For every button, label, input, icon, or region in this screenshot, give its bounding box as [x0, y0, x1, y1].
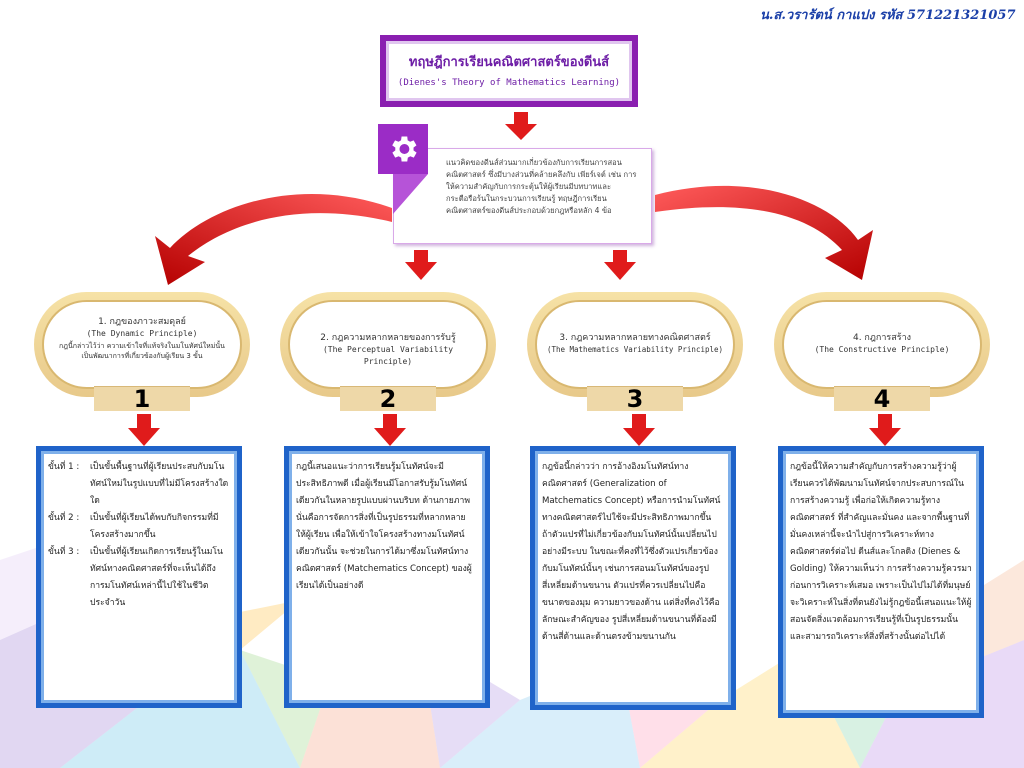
- principle-2-english: (The Perceptual Variability Principle): [322, 345, 454, 366]
- principle-4-english: (The Constructive Principle): [814, 345, 950, 354]
- step-1-label: ขั้นที่ 1 :: [48, 462, 80, 472]
- principle-3-pill: 3. กฎความหลากหลายทางคณิตศาสตร์ (The Math…: [527, 292, 743, 397]
- principle-2-title: 2. กฎความหลากหลายของการรับรู้: [320, 333, 456, 343]
- card-1-step-1: ขั้นที่ 1 : เป็นขั้นพื้นฐานที่ผู้เรียนปร…: [48, 459, 230, 510]
- principle-3-english: (The Mathematics Variability Principle): [546, 345, 724, 354]
- principle-4-title: 4. กฎการสร้าง: [852, 333, 912, 343]
- principle-1-pill: 1. กฎของภาวะสมดุลย์ (The Dynamic Princip…: [34, 292, 250, 397]
- principle-3-number: 3: [587, 386, 683, 411]
- title-box: ทฤษฎีการเรียนคณิตศาสตร์ของดีนส์ (Dienes'…: [380, 35, 638, 107]
- gear-tab-triangle: [393, 174, 428, 214]
- principle-2-number: 2: [340, 386, 436, 411]
- principle-1-number: 1: [94, 386, 190, 411]
- card-principle-4: กฎข้อนี้ให้ความสำคัญกับการสร้างความรู้ว่…: [778, 446, 984, 718]
- principle-3-title: 3. กฎความหลากหลายทางคณิตศาสตร์: [559, 333, 711, 343]
- card-2-text: กฎนี้เสนอแนะว่าการเรียนรู้มโนทัศน์จะมีปร…: [296, 462, 472, 591]
- card-principle-1: ขั้นที่ 1 : เป็นขั้นพื้นฐานที่ผู้เรียนปร…: [36, 446, 242, 708]
- step-2-label: ขั้นที่ 2 :: [48, 513, 80, 523]
- step-2-text: เป็นขั้นที่ผู้เรียนได้พบกับกิจกรรมที่มีโ…: [90, 513, 219, 540]
- card-1-step-3: ขั้นที่ 3 : เป็นขั้นที่ผู้เรียนเกิดการเร…: [48, 544, 230, 612]
- title-thai: ทฤษฎีการเรียนคณิตศาสตร์ของดีนส์: [408, 55, 610, 70]
- title-english: (Dienes's Theory of Mathematics Learning…: [397, 78, 621, 88]
- intro-text: แนวคิดของดีนส์ส่วนมากเกี่ยวข้องกับการเรี…: [446, 158, 637, 215]
- principle-1-english: (The Dynamic Principle): [86, 329, 198, 338]
- card-1-step-2: ขั้นที่ 2 : เป็นขั้นที่ผู้เรียนได้พบกับก…: [48, 510, 230, 544]
- gear-icon: [392, 136, 417, 162]
- intro-box: แนวคิดของดีนส์ส่วนมากเกี่ยวข้องกับการเรี…: [393, 148, 652, 244]
- card-3-text: กฎข้อนี้กล่าวว่า การอ้างอิงมโนทัศน์ทางคณ…: [542, 462, 721, 642]
- principle-1-description: กฎนี้กล่าวไว้ว่า ความเข้าใจที่แท้จริงในม…: [59, 342, 225, 360]
- step-3-label: ขั้นที่ 3 :: [48, 547, 80, 557]
- card-4-text: กฎข้อนี้ให้ความสำคัญกับการสร้างความรู้ว่…: [790, 462, 972, 642]
- card-principle-3: กฎข้อนี้กล่าวว่า การอ้างอิงมโนทัศน์ทางคณ…: [530, 446, 736, 710]
- card-principle-2: กฎนี้เสนอแนะว่าการเรียนรู้มโนทัศน์จะมีปร…: [284, 446, 490, 708]
- step-3-text: เป็นขั้นที่ผู้เรียนเกิดการเรียนรู้ในมโนท…: [90, 547, 223, 608]
- author-label: น.ส.วรารัตน์ กาแปง รหัส 571221321057: [760, 8, 1016, 23]
- principle-4-pill: 4. กฎการสร้าง (The Constructive Principl…: [774, 292, 990, 397]
- gear-tab: [378, 124, 428, 174]
- principle-1-title: 1. กฎของภาวะสมดุลย์: [98, 317, 186, 327]
- principle-4-number: 4: [834, 386, 930, 411]
- principle-2-pill: 2. กฎความหลากหลายของการรับรู้ (The Perce…: [280, 292, 496, 397]
- step-1-text: เป็นขั้นพื้นฐานที่ผู้เรียนประสบกับมโนทัศ…: [90, 462, 229, 506]
